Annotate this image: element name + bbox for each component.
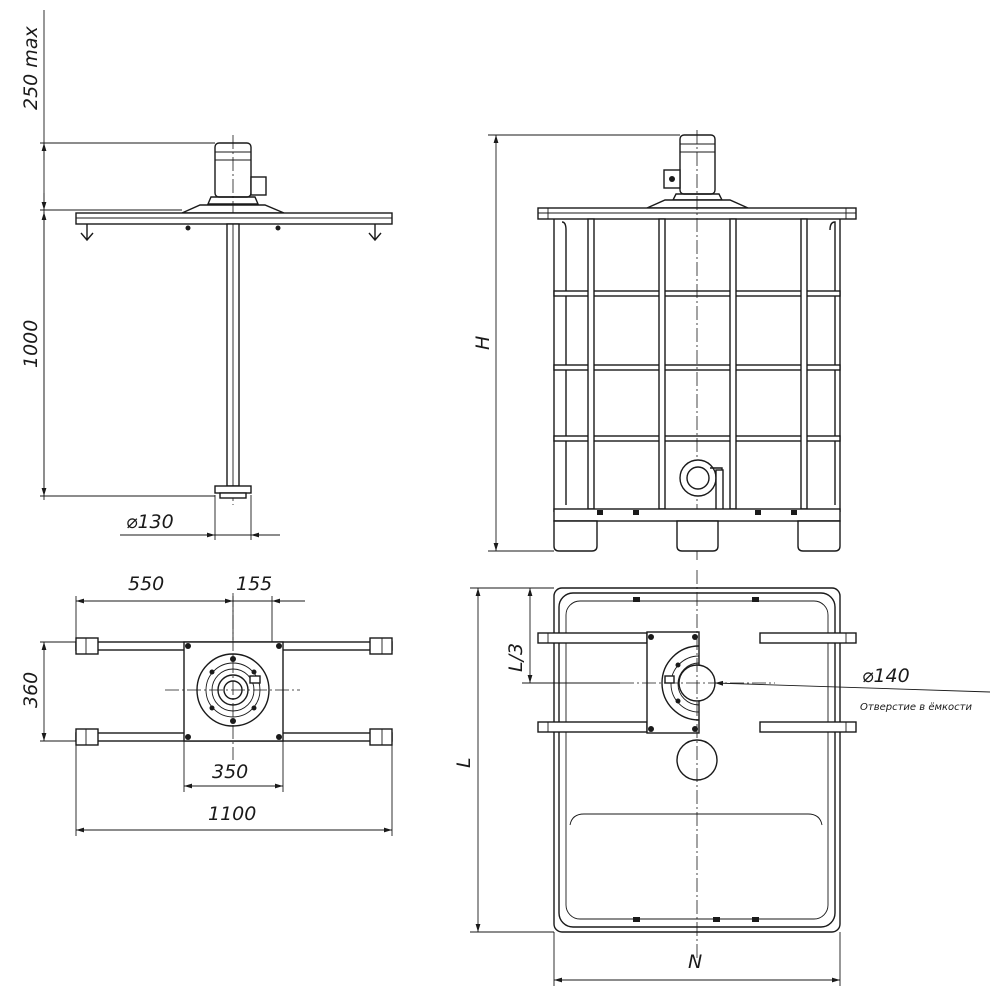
dim-hole-diameter: ⌀140 bbox=[862, 665, 910, 687]
dim-overall-width: 1100 bbox=[208, 803, 256, 825]
drain-valve bbox=[679, 459, 717, 497]
dim-arm-offset: 550 bbox=[128, 573, 164, 595]
dim-tank-width: N bbox=[688, 951, 702, 973]
pallet-foot-right bbox=[797, 520, 841, 552]
dim-plate-offset: 155 bbox=[236, 573, 272, 595]
mounting-plate bbox=[183, 641, 284, 742]
tank-beam-upper-left bbox=[537, 632, 648, 644]
support-beam bbox=[75, 212, 393, 225]
dim-shaft-length: 1000 bbox=[20, 320, 42, 368]
pallet-foot-center bbox=[676, 520, 719, 552]
dim-tank-length: L bbox=[453, 757, 475, 768]
dim-max-lift: 250 max bbox=[20, 26, 42, 110]
dim-arm-spacing: 360 bbox=[20, 672, 42, 708]
hole-note: Отверстие в ёмкости bbox=[860, 702, 972, 713]
dim-hub-diameter: ⌀130 bbox=[126, 511, 174, 533]
impeller-hub bbox=[214, 485, 252, 494]
mixer-side-view: 250 max 1000 ⌀130 bbox=[20, 10, 393, 540]
dim-plate-width: 350 bbox=[212, 761, 248, 783]
mixer-top-view: 550 155 360 350 1100 bbox=[20, 573, 393, 836]
tank-front-view: H bbox=[472, 130, 857, 560]
dim-third-length: L/3 bbox=[505, 643, 527, 672]
tank-top-view: ⌀140 Отверстие в ёмкости L L/3 N bbox=[453, 570, 991, 986]
pallet-foot-left bbox=[553, 520, 598, 552]
terminal-box bbox=[250, 176, 267, 196]
pallet-deck bbox=[553, 508, 841, 522]
dim-tank-height: H bbox=[472, 336, 494, 350]
